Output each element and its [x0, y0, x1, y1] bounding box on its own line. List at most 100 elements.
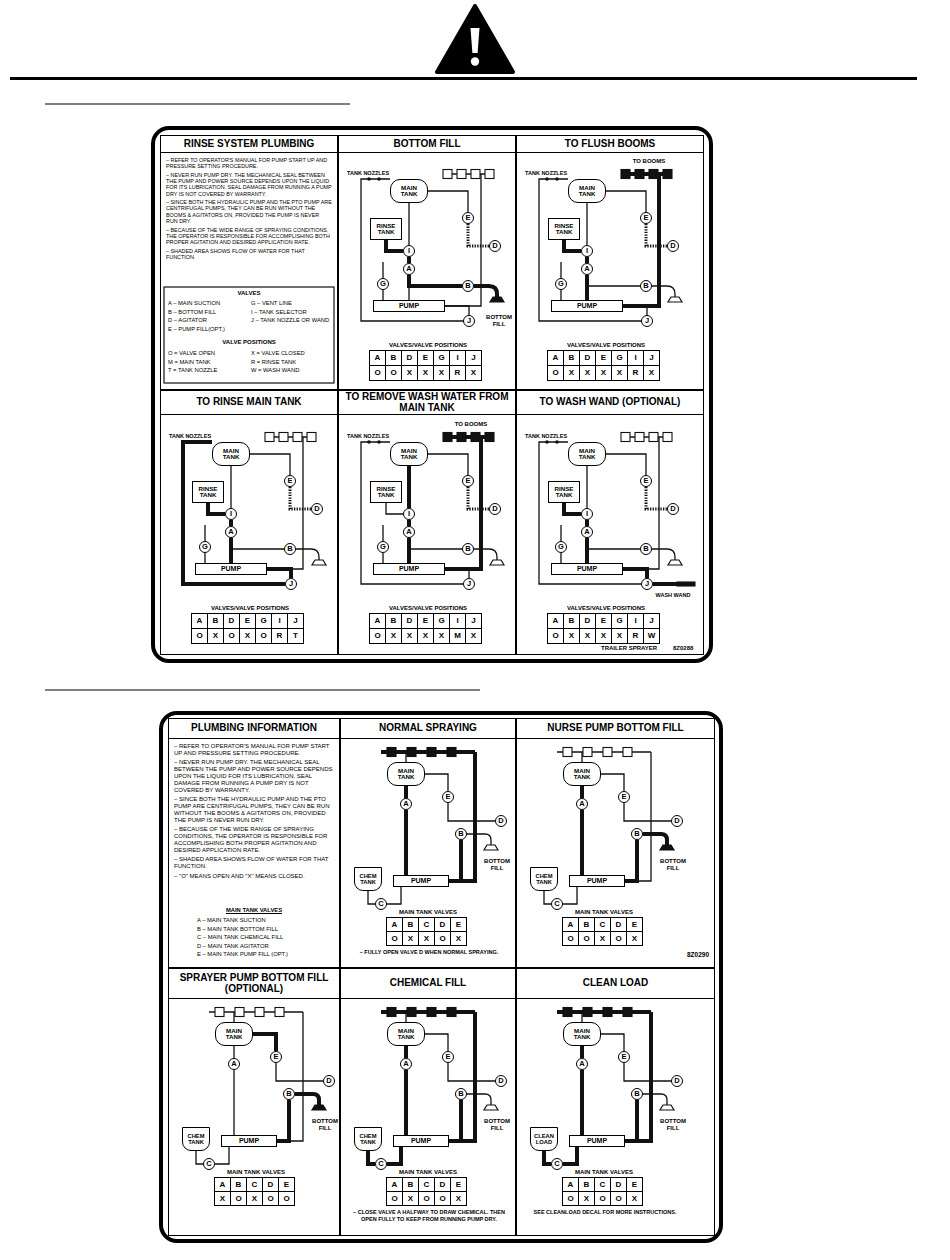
table-value-cell: O	[386, 1191, 403, 1206]
panel-cell: TO REMOVE WASH WATER FROM MAIN TANKMAIN …	[338, 390, 516, 655]
valve-circle: E	[640, 212, 652, 224]
cell-illustration	[539, 170, 682, 322]
bottom-fill-pipe	[652, 549, 675, 560]
table-header-cell: I	[271, 613, 288, 629]
boom-section	[603, 1008, 612, 1017]
pump-box: PUMP	[393, 1135, 449, 1147]
table-header-cell: A	[369, 350, 386, 366]
valve-letter: E	[621, 793, 626, 801]
main-tank: MAIN TANK	[563, 762, 601, 786]
pump-box: PUMP	[569, 875, 625, 887]
pipe-connector	[404, 1046, 408, 1058]
legend-entry: R = RINSE TANK	[251, 359, 332, 366]
table-header-cell: J	[643, 613, 660, 629]
valve-letter: B	[286, 1090, 291, 1098]
bottom-fill-pipe	[467, 1094, 491, 1105]
pipe-connector	[580, 1070, 584, 1135]
pipe-connector	[624, 803, 671, 821]
panel-heading: PLUMBING INFORMATION	[169, 719, 339, 739]
note-text: – REFER TO OPERATOR'S MANUAL FOR PUMP ST…	[174, 743, 334, 757]
nozzle-line	[539, 179, 641, 321]
valve-letter: D	[674, 1077, 679, 1085]
table-value-cell: T	[287, 628, 304, 644]
valve-letter: E	[643, 477, 648, 485]
main-tank: MAIN TANK	[390, 442, 428, 466]
component-label: PUMP	[577, 302, 597, 309]
panel-heading: RINSE SYSTEM PLUMBING	[161, 136, 337, 153]
note-text: – BECAUSE OF THE WIDE RANGE OF SPRAYING …	[166, 227, 332, 246]
component-label: CHEM TANK	[357, 873, 379, 885]
table-value-cell: O	[230, 1191, 247, 1206]
boom-section	[215, 1008, 224, 1017]
valve-letter: C	[206, 1160, 211, 1168]
valve-letter: D	[674, 817, 679, 825]
pump-box: PUMP	[373, 300, 445, 312]
valve-circle: D	[671, 1075, 683, 1087]
table-header-cell: I	[449, 613, 466, 629]
table-header-cell: E	[239, 613, 256, 629]
table-value-cell: X	[450, 931, 467, 946]
boom-section	[563, 1008, 572, 1017]
table-header-cell: D	[223, 613, 240, 629]
panel-cell: TO FLUSH BOOMSMAIN TANKRINSE TANKEDIAGBP…	[516, 135, 704, 390]
vent-line	[204, 525, 205, 541]
pipe-label: BOTTOM FILL	[482, 858, 512, 872]
bottom-fill-pipe	[474, 286, 497, 297]
table-header-cell: E	[450, 917, 467, 932]
table-value-cell: X	[401, 628, 418, 644]
table-value-cell: X	[207, 628, 224, 644]
table-value-cell: O	[369, 365, 386, 381]
table-value-cell: O	[547, 365, 564, 381]
wash-wand-hose	[653, 582, 677, 586]
valve-circle: A	[581, 263, 593, 275]
valve-letter: G	[202, 543, 208, 551]
bottom-fill-coupler	[484, 1105, 498, 1110]
valve-letter: J	[645, 580, 649, 588]
note-text: – BECAUSE OF THE WIDE RANGE OF SPRAYING …	[174, 826, 334, 854]
bottom-fill-coupler	[490, 297, 504, 302]
valve-circle: D	[489, 503, 501, 515]
panel-heading: NURSE PUMP BOTTOM FILL	[517, 719, 714, 739]
legend-entry: E – PUMP FILL(OPT.)	[168, 326, 249, 333]
boom-section	[443, 170, 452, 179]
valve-letter: C	[378, 1160, 383, 1168]
valve-circle: A	[400, 1058, 412, 1070]
pipe-connector	[646, 224, 667, 246]
table-header-cell: D	[401, 350, 418, 366]
valve-letter: G	[380, 280, 386, 288]
component-label: RINSE TANK	[373, 486, 399, 499]
valve-circle: I	[403, 245, 415, 257]
component-label: CLEAN LOAD	[533, 1133, 555, 1145]
table-header-cell: D	[610, 917, 627, 932]
bottom-fill-coupler	[660, 845, 674, 850]
main-tank: MAIN TANK	[212, 442, 250, 466]
table-value-cell: R	[271, 628, 288, 644]
valve-letter: E	[445, 1053, 450, 1061]
pipe-connector	[564, 503, 581, 514]
boom-section	[387, 748, 396, 757]
table-header-cell: G	[433, 350, 450, 366]
valve-circle: J	[463, 315, 475, 327]
valve-circle: C	[375, 898, 387, 910]
valve-circle: B	[631, 1088, 643, 1100]
boom-section	[235, 1008, 244, 1017]
valve-letter: A	[231, 1060, 236, 1068]
boom-section	[457, 433, 466, 442]
pipe-connector	[544, 891, 551, 904]
pipe-connector	[606, 191, 646, 212]
boom-section	[427, 1008, 436, 1017]
panel-cell: NURSE PUMP BOTTOM FILLMAIN TANKEADBCHEM …	[516, 718, 715, 968]
component-label: RINSE TANK	[551, 486, 577, 499]
cell-illustration	[381, 748, 498, 882]
valve-circle: J	[463, 578, 475, 590]
legend-entry: E – MAIN TANK PUMP FILL (OPT.)	[197, 951, 335, 958]
cell-illustration	[209, 1008, 326, 1142]
cell-illustration	[361, 433, 504, 585]
boom-feed	[625, 1012, 651, 1141]
table-value-cell: O	[434, 931, 451, 946]
component-label: CHEM TANK	[533, 873, 555, 885]
pipe-connector	[560, 290, 561, 300]
valve-letter: C	[554, 900, 559, 908]
valve-letter: B	[287, 545, 292, 553]
pipe-connector	[233, 1046, 234, 1058]
